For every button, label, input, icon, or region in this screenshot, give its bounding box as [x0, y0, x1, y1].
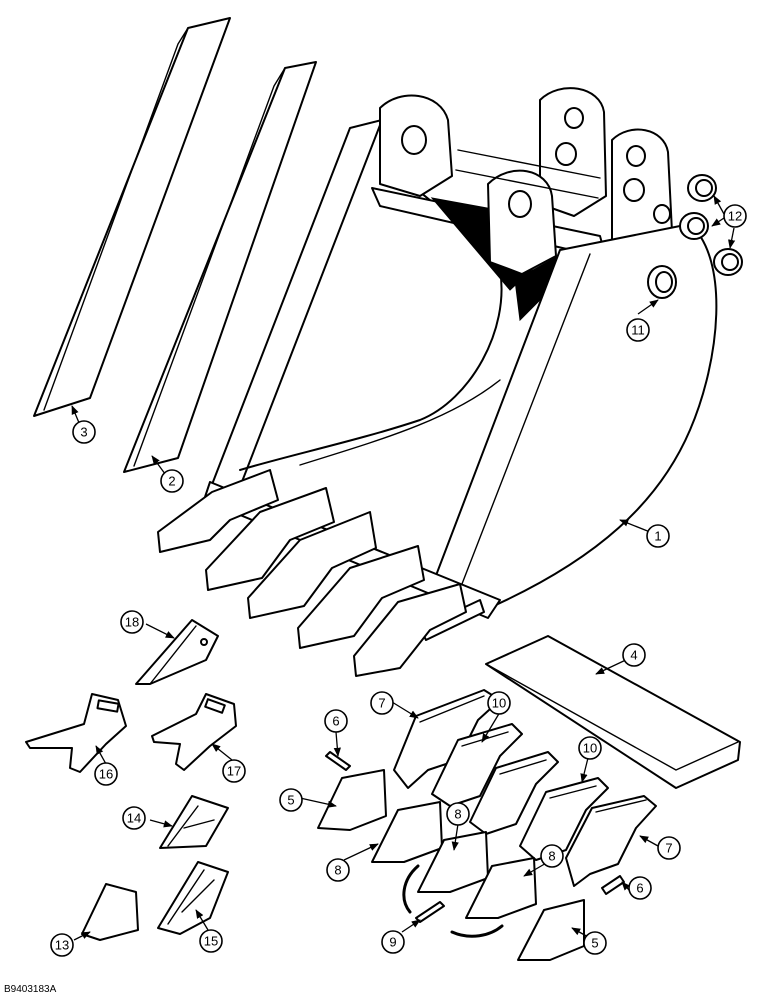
tooth-part-8-b [417, 831, 489, 893]
svg-text:10: 10 [492, 696, 506, 711]
svg-text:5: 5 [287, 793, 294, 808]
svg-text:2: 2 [168, 474, 175, 489]
svg-text:3: 3 [80, 425, 87, 440]
callout-8-a: 8 [326, 858, 350, 882]
tooth-part-5-lower [517, 899, 585, 961]
drawing-id: B9403183A [4, 984, 57, 995]
twin-tooth-part-16 [25, 693, 127, 773]
tooth-part-5-upper [317, 769, 387, 831]
callout-13: 13 [50, 933, 74, 957]
cutting-edge-part-4 [485, 635, 741, 789]
callout-1: 1 [646, 524, 670, 548]
svg-text:6: 6 [636, 881, 643, 896]
svg-text:7: 7 [665, 841, 672, 856]
callout-11: 11 [626, 318, 650, 342]
callout-15: 15 [199, 929, 223, 953]
svg-text:8: 8 [454, 807, 461, 822]
adapter-part-7-bottom [565, 795, 657, 887]
bucket-body-part-1 [203, 87, 718, 641]
svg-text:8: 8 [334, 863, 341, 878]
svg-text:17: 17 [227, 764, 241, 779]
tooth-tip-part-18 [135, 619, 219, 685]
svg-text:10: 10 [583, 741, 597, 756]
bushings-part-12 [679, 174, 743, 276]
callout-2: 2 [160, 469, 184, 493]
pin-part-6-right [601, 875, 625, 895]
callout-6-left: 6 [324, 709, 348, 733]
callout-12: 12 [723, 204, 747, 228]
callout-16: 16 [94, 762, 118, 786]
svg-text:1: 1 [654, 529, 661, 544]
adapter-part-13 [81, 883, 139, 941]
svg-text:18: 18 [125, 615, 139, 630]
svg-text:14: 14 [127, 811, 141, 826]
twin-tooth-part-17 [151, 693, 237, 771]
svg-text:8: 8 [548, 849, 555, 864]
callout-14: 14 [122, 806, 146, 830]
callout-18: 18 [120, 610, 144, 634]
callout-6-right: 6 [628, 876, 652, 900]
svg-text:11: 11 [631, 323, 645, 338]
adapter-part-7-top [393, 689, 501, 789]
callout-10-b: 10 [578, 736, 602, 760]
callout-8-b: 8 [446, 802, 470, 826]
side-cutter-strip-part-3 [33, 17, 231, 417]
callout-3: 3 [72, 420, 96, 444]
callout-5-lower: 5 [583, 931, 607, 955]
callout-4: 4 [622, 643, 646, 667]
tooth-part-14 [159, 795, 229, 849]
svg-text:12: 12 [728, 209, 742, 224]
svg-text:16: 16 [99, 767, 113, 782]
svg-text:7: 7 [378, 696, 385, 711]
callout-7-lower: 7 [657, 836, 681, 860]
svg-text:6: 6 [332, 714, 339, 729]
tooth-part-8-a [371, 801, 443, 863]
callout-7-upper: 7 [370, 691, 394, 715]
callout-9: 9 [381, 930, 405, 954]
callout-10-a: 10 [487, 691, 511, 715]
svg-text:9: 9 [389, 935, 396, 950]
tooth-part-8-c [465, 857, 537, 919]
leader-lines [71, 195, 736, 941]
svg-text:13: 13 [55, 938, 69, 953]
callout-8-c: 8 [540, 844, 564, 868]
svg-text:5: 5 [591, 936, 598, 951]
bushing-part-11 [647, 265, 677, 299]
installed-teeth [157, 469, 467, 677]
callout-5-upper: 5 [279, 788, 303, 812]
side-cutter-strip-part-2 [123, 61, 317, 473]
adapter-part-10-b [469, 751, 559, 835]
callout-17: 17 [222, 759, 246, 783]
pin-part-6-left [325, 751, 351, 771]
svg-text:4: 4 [630, 648, 637, 663]
tooth-part-15 [157, 861, 229, 935]
svg-text:15: 15 [204, 934, 218, 949]
